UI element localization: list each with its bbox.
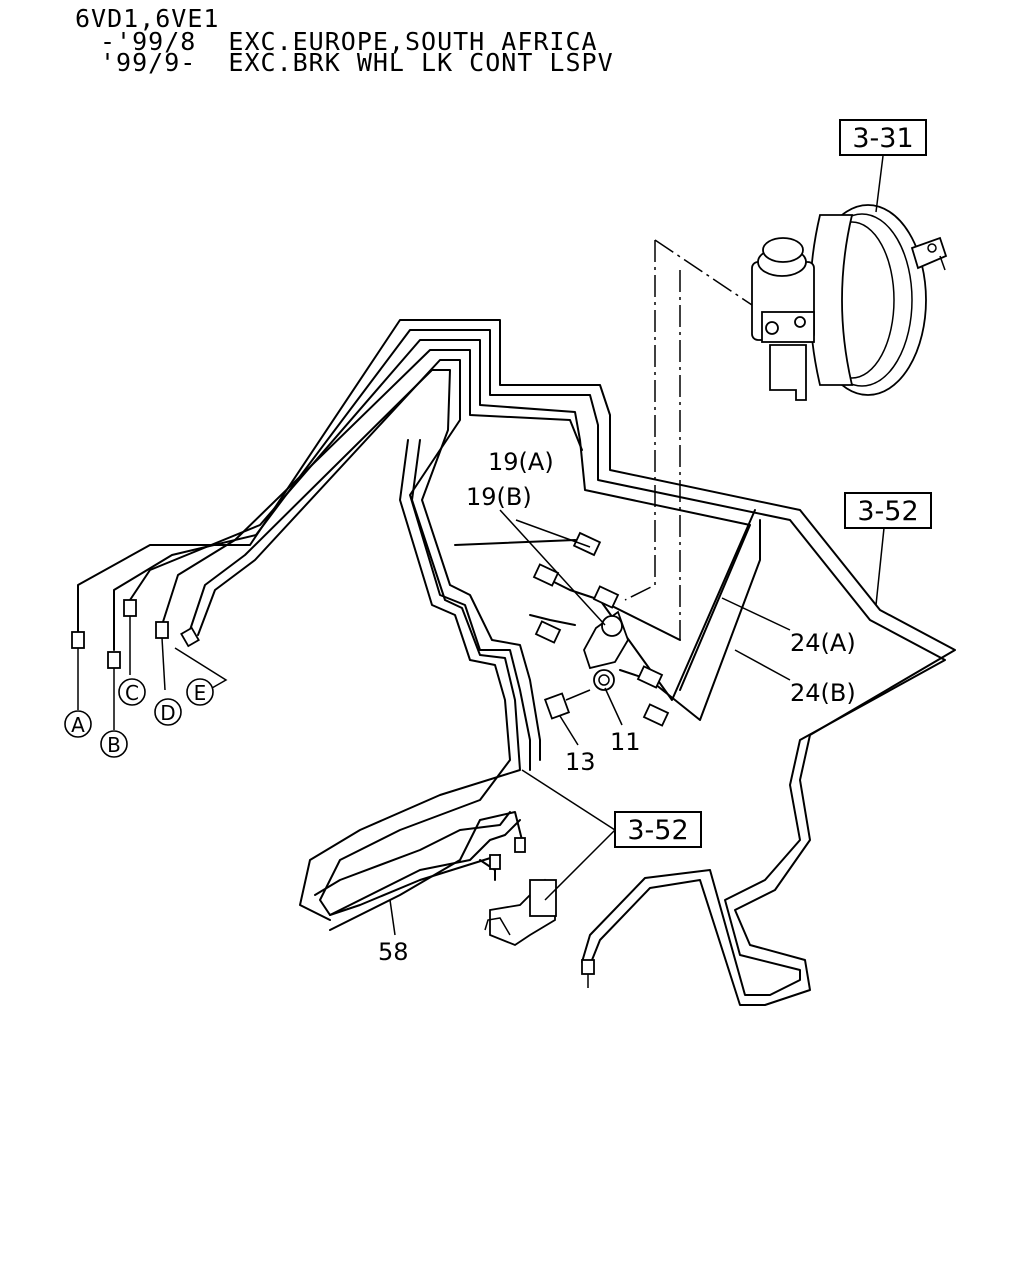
label-11: 11 [610, 728, 641, 756]
part-leaders [389, 509, 791, 936]
ref-label-3-52-right: 3-52 [857, 496, 918, 527]
ref-label-3-52-bottom: 3-52 [627, 815, 688, 846]
label-19b: 19(B) [466, 483, 532, 511]
label-19a: 19(A) [488, 448, 554, 476]
routing-line-1 [624, 240, 656, 601]
label-58: 58 [378, 938, 409, 966]
marker-c: C [118, 678, 146, 706]
marker-d-label: D [160, 701, 175, 725]
ref-box-3-52-right: 3-52 [844, 492, 932, 529]
brake-booster [809, 204, 948, 396]
leader-3-52-bottom-b [544, 829, 616, 901]
label-24a: 24(A) [790, 629, 856, 657]
marker-e: E [174, 647, 228, 706]
leader-3-31 [875, 155, 884, 213]
pipe-bundle-left [77, 319, 956, 1006]
leader-3-52-right [875, 527, 885, 606]
label-24b: 24(B) [790, 679, 856, 707]
ref-box-3-52-bottom: 3-52 [614, 811, 702, 848]
marker-b-label: B [107, 733, 121, 757]
marker-d: D [154, 698, 182, 726]
proportioning-valve [583, 610, 629, 691]
master-cylinder [751, 237, 815, 401]
header-applicability-2: '99/9- EXC.BRK WHL LK CONT LSPV [100, 48, 614, 77]
leader-3-52-bottom-a [521, 769, 616, 831]
ref-box-3-31: 3-31 [839, 119, 927, 156]
ref-label-3-31: 3-31 [852, 123, 913, 154]
label-13: 13 [565, 748, 596, 776]
pipe-fittings [71, 531, 670, 988]
header-engine-models: 6VD1,6VE1 [75, 4, 220, 33]
lower-valve-bracket [484, 878, 557, 947]
routing-line-2 [654, 239, 753, 306]
header-applicability-1: -'99/8 EXC.EUROPE,SOUTH AFRICA [100, 27, 598, 56]
marker-b: B [100, 680, 128, 758]
marker-a-label: A [71, 713, 85, 737]
marker-a: A [64, 660, 92, 738]
marker-c-label: C [125, 681, 139, 705]
marker-e-label: E [194, 681, 207, 705]
